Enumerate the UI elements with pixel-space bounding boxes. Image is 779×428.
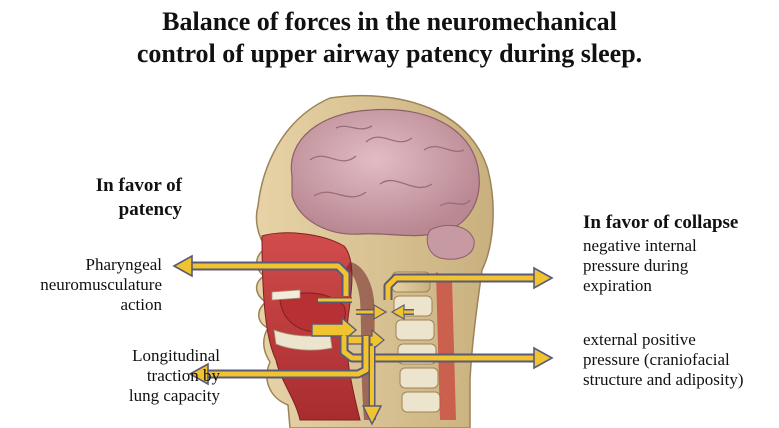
upper-teeth	[272, 290, 300, 300]
label-line: structure and adiposity)	[583, 370, 777, 390]
heading-collapse-line: In favor of collapse	[583, 211, 773, 235]
label-line: expiration	[583, 276, 773, 296]
label-longitudinal-traction: Longitudinal traction by lung capacity	[10, 346, 220, 406]
brain	[291, 109, 479, 235]
label-line: Pharyngeal	[10, 255, 162, 275]
label-line: pressure during	[583, 256, 773, 276]
label-line: lung capacity	[10, 386, 220, 406]
label-line: traction by	[10, 366, 220, 386]
label-line: external positive	[583, 330, 777, 350]
heading-patency-line-1: In favor of	[24, 174, 182, 198]
heading-in-favor-of-patency: In favor of patency	[24, 174, 182, 222]
heading-patency-line-2: patency	[24, 198, 182, 222]
label-line: Longitudinal	[10, 346, 220, 366]
label-line: neuromusculature	[10, 275, 162, 295]
label-line: pressure (craniofacial	[583, 350, 777, 370]
label-external-positive-pressure: external positive pressure (craniofacial…	[583, 330, 777, 390]
label-negative-internal-pressure: negative internal pressure during expira…	[583, 236, 773, 296]
cerebellum	[427, 225, 474, 259]
label-pharyngeal-neuromusculature: Pharyngeal neuromusculature action	[10, 255, 162, 315]
label-line: negative internal	[583, 236, 773, 256]
heading-in-favor-of-collapse: In favor of collapse	[583, 211, 773, 235]
label-line: action	[10, 295, 162, 315]
